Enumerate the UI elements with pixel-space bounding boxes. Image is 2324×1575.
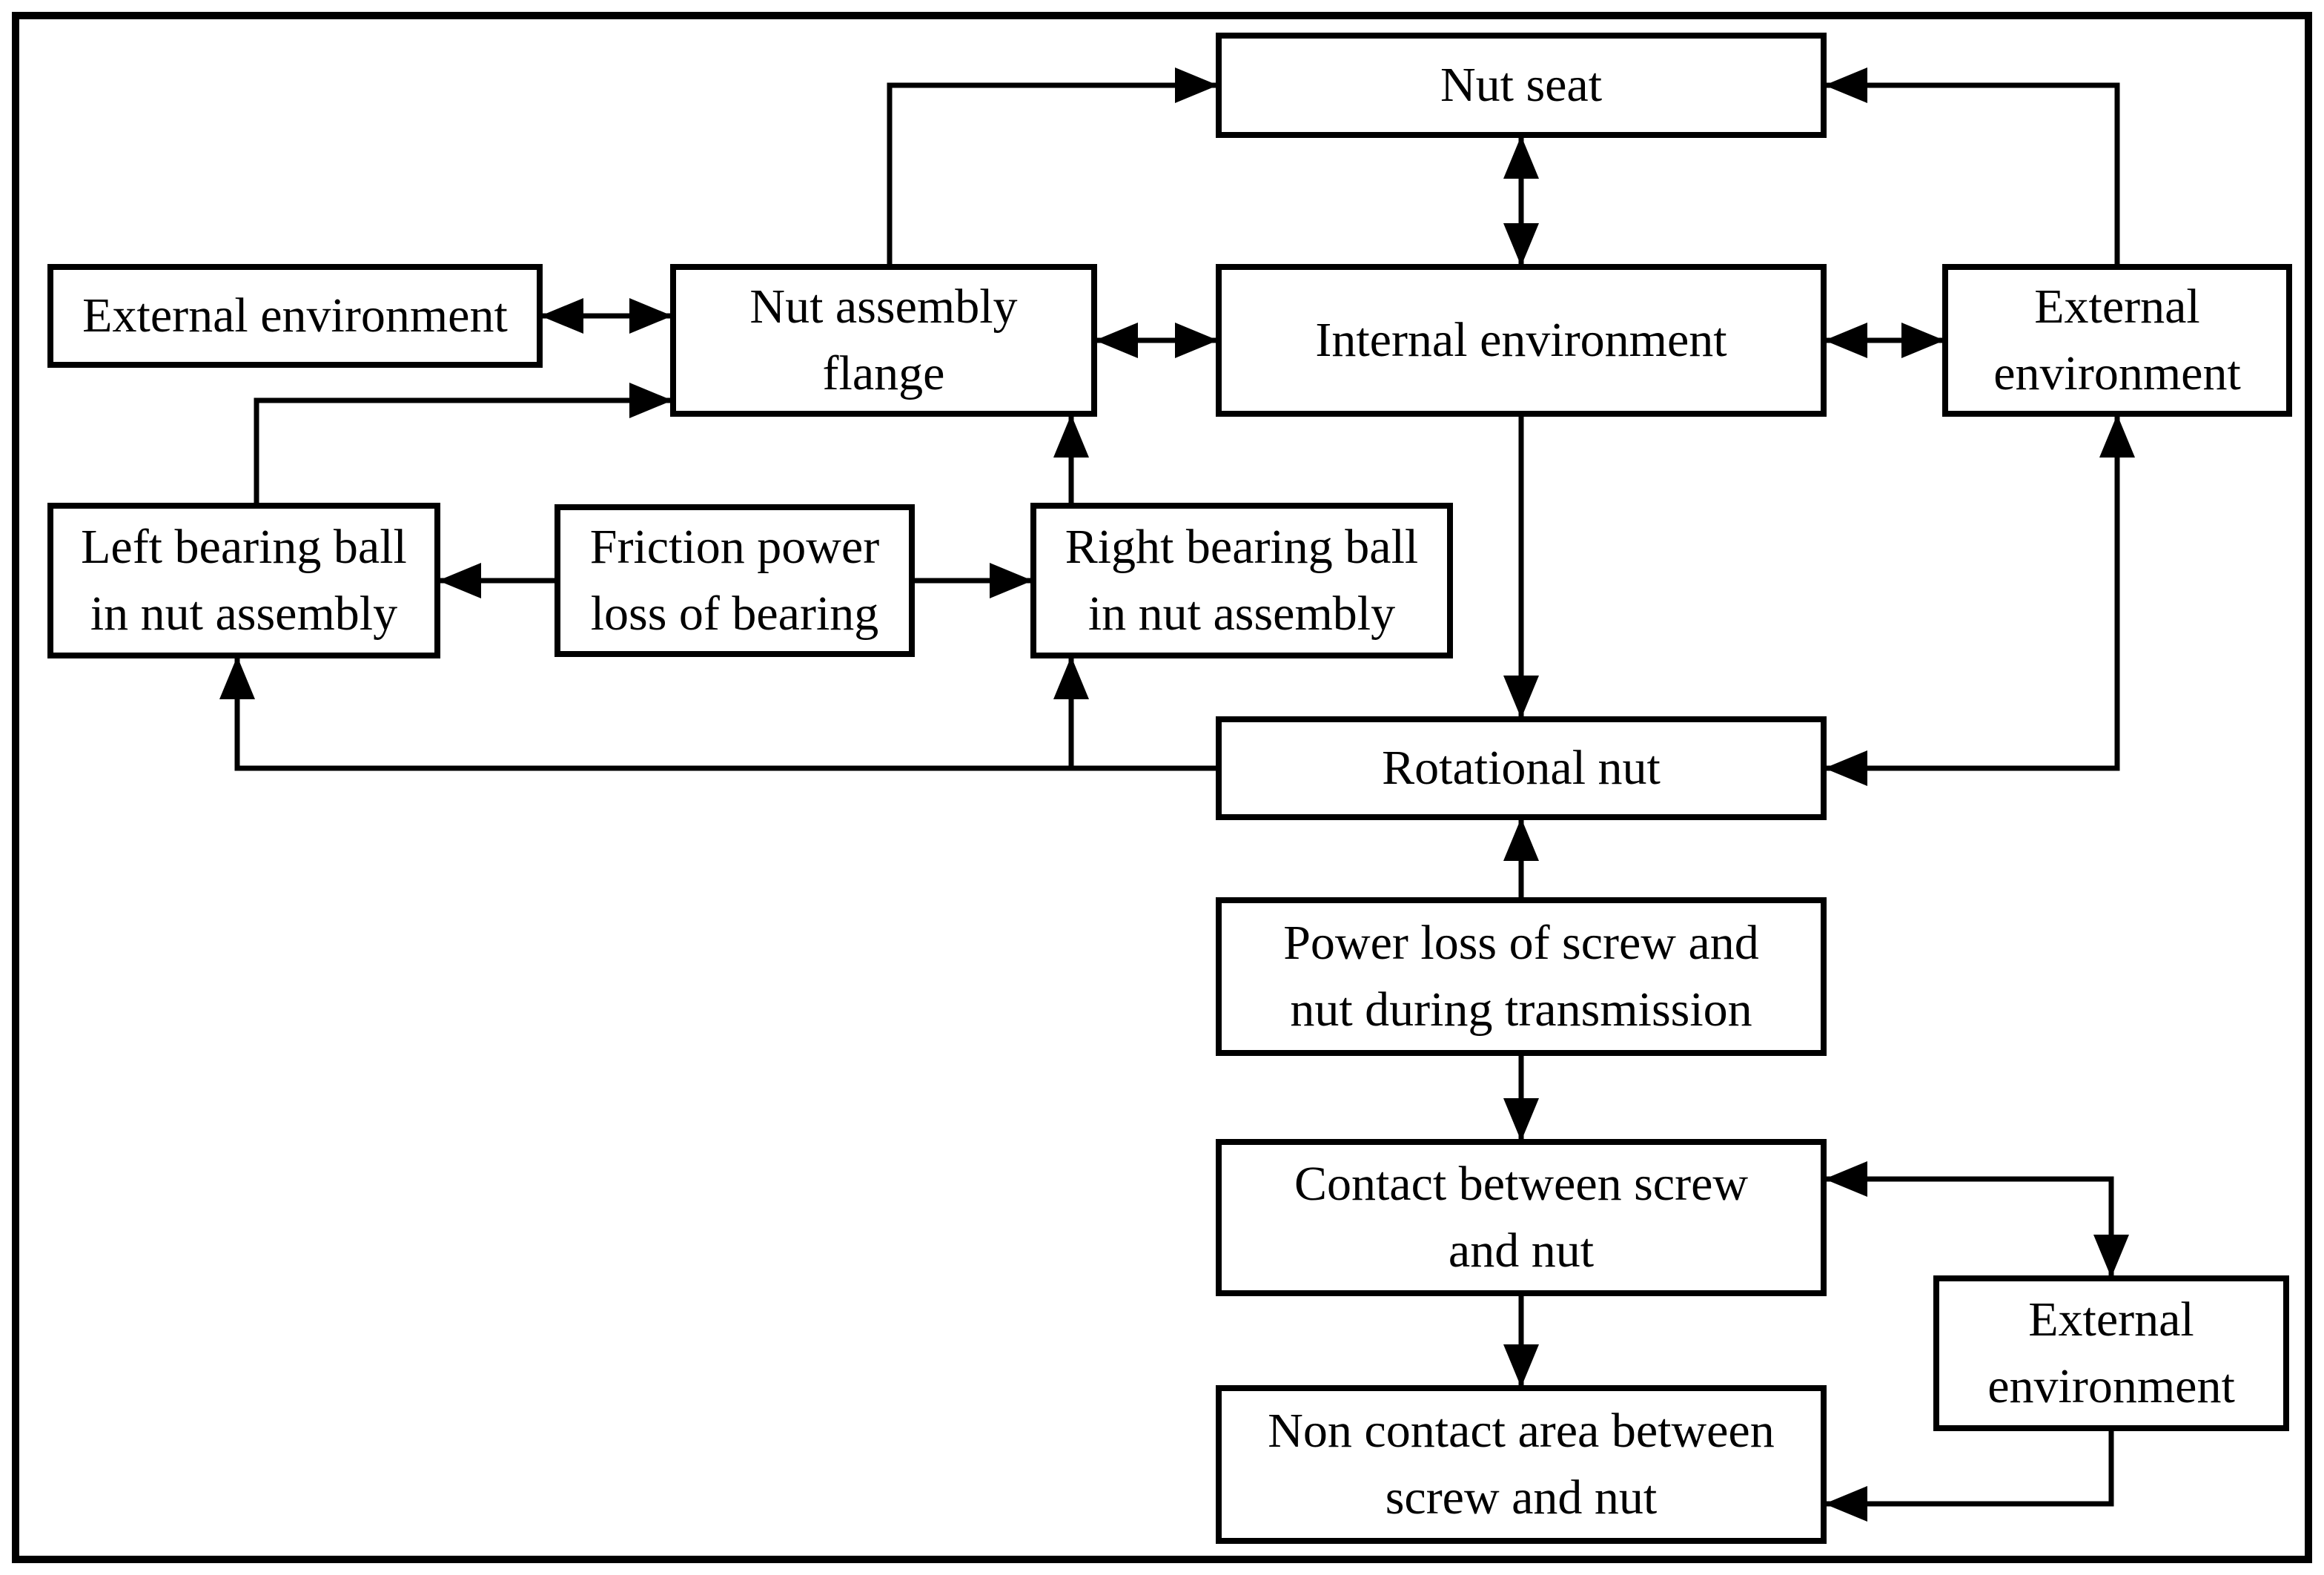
node-external-environment-top-left: External environment bbox=[47, 264, 543, 368]
node-nut-assembly-flange-label: Nut assembly flange bbox=[749, 280, 1018, 400]
node-non-contact-area-label: Non contact area between screw and nut bbox=[1268, 1404, 1775, 1525]
node-rotational-nut-label: Rotational nut bbox=[1382, 741, 1661, 795]
node-power-loss-transmission-label: Power loss of screw and nut during trans… bbox=[1283, 916, 1759, 1037]
edge-contact-ext-env-br-double-arrow bbox=[1824, 1161, 2129, 1278]
edge-ext-env-r-nut-seat-arrow bbox=[1824, 67, 2120, 264]
node-rotational-nut: Rotational nut bbox=[1216, 716, 1827, 820]
node-external-environment-bottom-right-label: External environment bbox=[1987, 1292, 2235, 1413]
edge-rot-nut-ext-env-r-double-arrow bbox=[1824, 415, 2135, 786]
node-external-environment-right-label: External environment bbox=[1993, 280, 2241, 400]
node-nut-seat-label: Nut seat bbox=[1440, 58, 1603, 112]
node-external-environment-top-left-label: External environment bbox=[82, 288, 508, 343]
node-nut-seat: Nut seat bbox=[1216, 33, 1827, 138]
node-external-environment-right: External environment bbox=[1942, 264, 2292, 417]
node-friction-power-loss: Friction power loss of bearing bbox=[554, 504, 915, 657]
node-nut-assembly-flange: Nut assembly flange bbox=[670, 264, 1097, 417]
node-internal-environment-label: Internal environment bbox=[1315, 313, 1727, 367]
edge-left-bearing-flange-arrow bbox=[254, 383, 672, 503]
node-right-bearing-ball-label: Right bearing ball in nut assembly bbox=[1065, 520, 1419, 641]
node-non-contact-area: Non contact area between screw and nut bbox=[1216, 1385, 1827, 1544]
node-power-loss-transmission: Power loss of screw and nut during trans… bbox=[1216, 897, 1827, 1056]
node-internal-environment: Internal environment bbox=[1216, 264, 1827, 417]
node-left-bearing-ball-label: Left bearing ball in nut assembly bbox=[81, 520, 407, 641]
edge-flange-nut-seat-arrow bbox=[887, 67, 1218, 264]
node-right-bearing-ball: Right bearing ball in nut assembly bbox=[1030, 503, 1453, 658]
edge-rot-nut-left-bearing-arrow bbox=[219, 656, 1216, 771]
node-external-environment-bottom-right: External environment bbox=[1933, 1275, 2289, 1431]
node-contact-screw-nut: Contact between screw and nut bbox=[1216, 1139, 1827, 1296]
node-contact-screw-nut-label: Contact between screw and nut bbox=[1294, 1157, 1749, 1278]
node-friction-power-loss-label: Friction power loss of bearing bbox=[589, 520, 880, 641]
edge-ext-env-br-non-contact-arrow bbox=[1824, 1431, 2114, 1522]
node-left-bearing-ball: Left bearing ball in nut assembly bbox=[47, 503, 440, 658]
diagram-outer-border bbox=[12, 12, 2312, 1563]
